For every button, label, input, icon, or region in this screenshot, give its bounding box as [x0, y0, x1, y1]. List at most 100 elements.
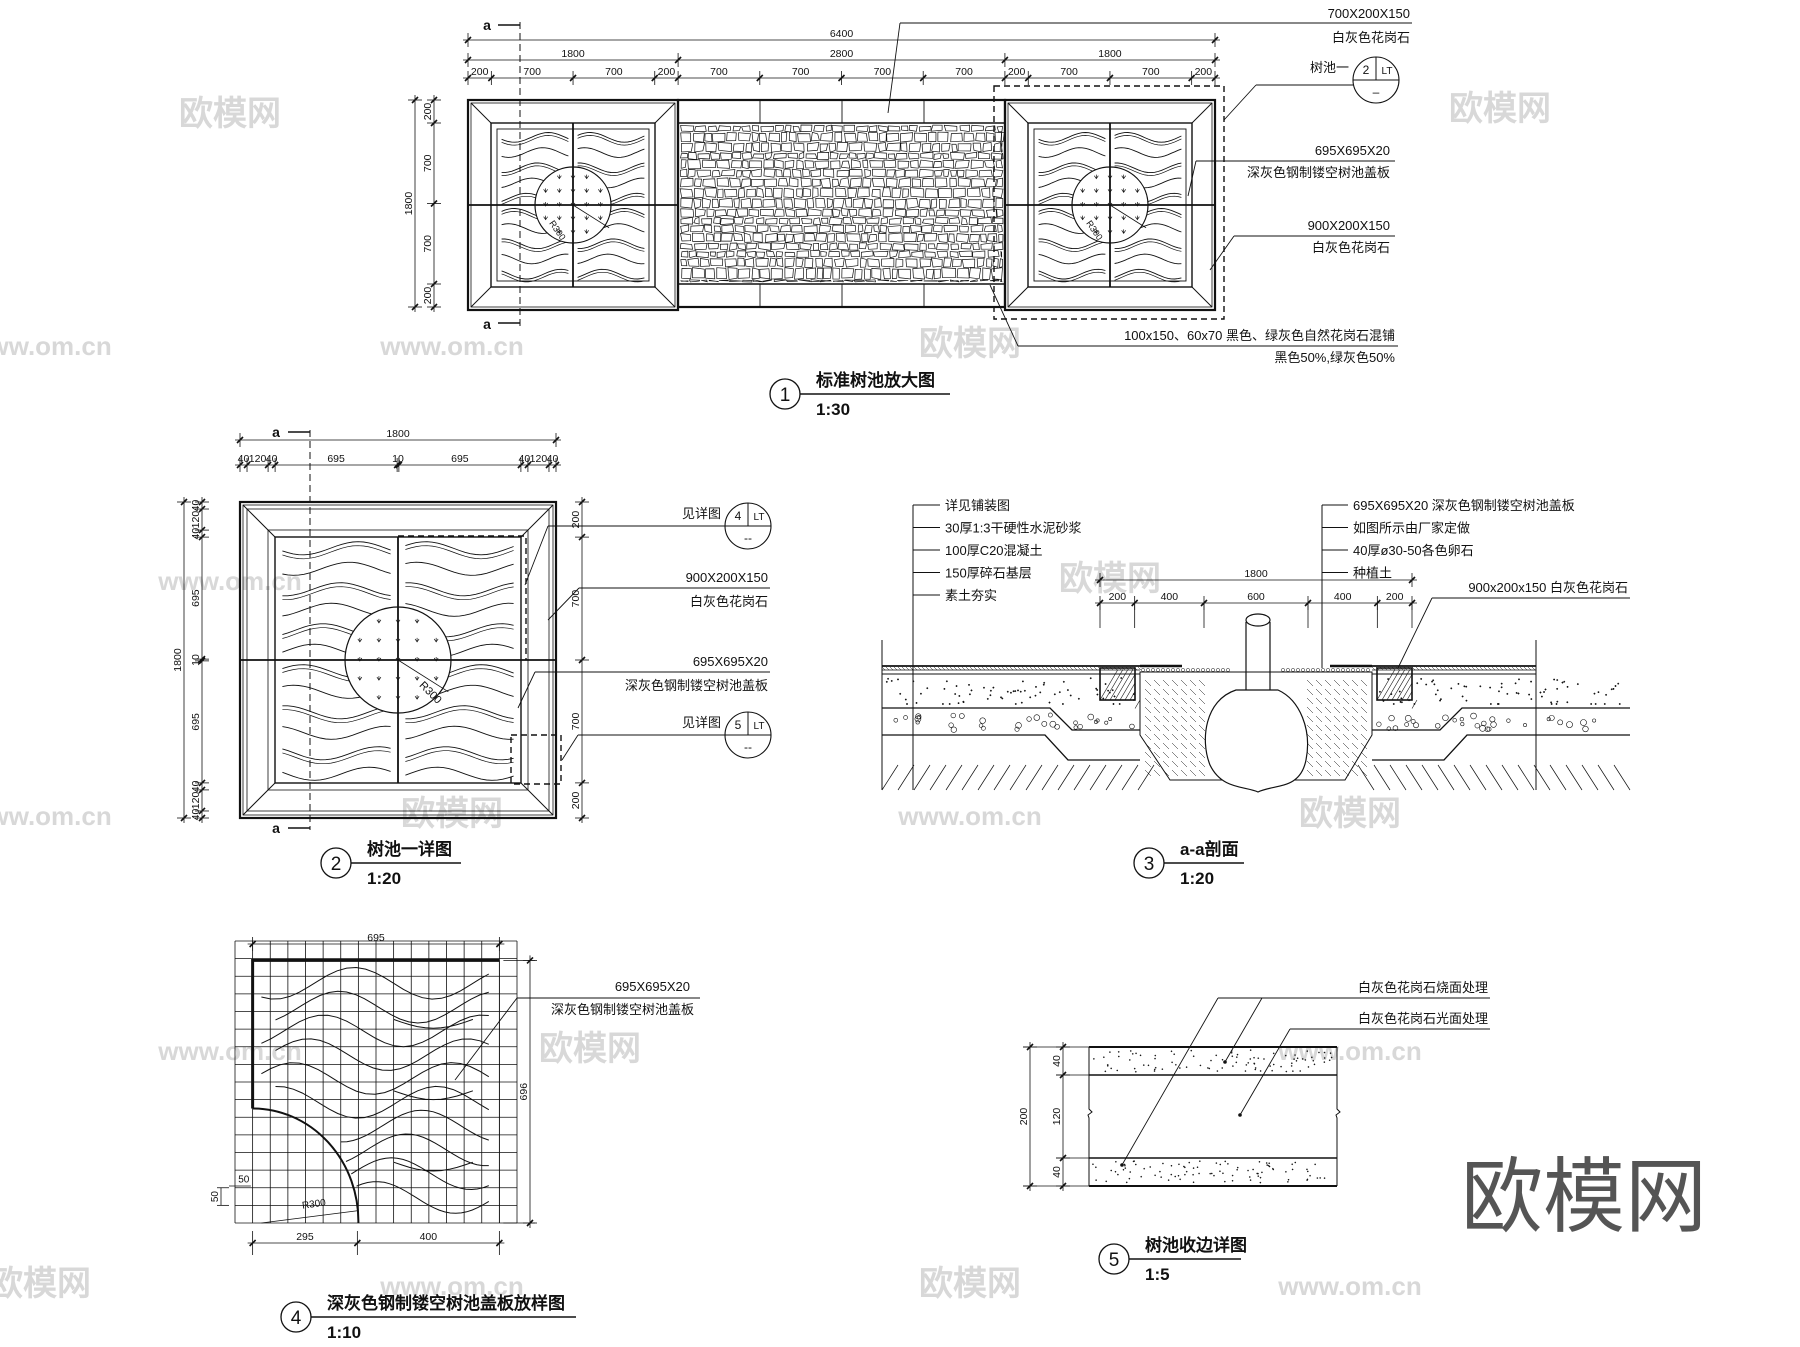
dimension-tick	[464, 56, 472, 64]
soil-basket-hatch	[1162, 742, 1170, 750]
wave-cutout	[275, 1038, 489, 1071]
wave-cutout	[577, 241, 645, 252]
soil-hatch	[1501, 764, 1519, 791]
cobble-stone	[764, 218, 778, 225]
cobble-stone	[775, 169, 783, 178]
flamed-finish-stipple	[1209, 1172, 1211, 1175]
cobble-stone	[950, 151, 965, 160]
soil-basket-hatch	[1333, 706, 1341, 714]
flamed-finish-stipple	[1219, 1163, 1222, 1166]
dimension-label: 700	[955, 66, 973, 78]
soil-basket-hatch	[1306, 688, 1314, 696]
cobble-stone	[794, 267, 804, 280]
flamed-finish-stipple	[1159, 1170, 1161, 1173]
cobble-stone	[943, 224, 958, 233]
cobble-stone	[744, 257, 755, 268]
gravel-stone	[950, 726, 957, 733]
pebble	[1141, 668, 1145, 672]
curb-hatch	[1129, 691, 1136, 701]
cobble-stone	[679, 242, 693, 250]
leader-line	[524, 525, 549, 586]
wave-cutout	[577, 147, 645, 158]
flamed-finish-stipple	[1249, 1058, 1252, 1060]
gravel-stone	[893, 717, 899, 723]
wave-cutout	[1114, 162, 1182, 174]
flamed-finish-stipple	[1259, 1181, 1262, 1184]
cobble-stone	[983, 224, 997, 232]
planting-mark	[557, 229, 562, 234]
cobble-stone	[938, 188, 953, 199]
dimension-tick	[674, 56, 682, 64]
concrete-aggregate	[1104, 683, 1107, 685]
leader-line	[454, 997, 518, 1081]
cobble-stone	[759, 209, 774, 217]
flamed-finish-stipple	[1227, 1163, 1229, 1165]
cobble-stone	[888, 232, 903, 243]
planting-mark	[376, 637, 382, 643]
site-watermark: www.om.cn	[0, 331, 112, 361]
soil-hatch	[1437, 764, 1455, 791]
cobble-stone	[937, 131, 949, 142]
flamed-finish-stipple	[1230, 1051, 1233, 1054]
cobble-stone	[749, 160, 762, 169]
gravel-stone	[948, 722, 954, 728]
cobble-stone	[934, 169, 943, 177]
paving-hatch	[1093, 666, 1098, 671]
flamed-finish-stipple	[1293, 1058, 1295, 1060]
pebble	[1281, 668, 1285, 672]
cobble-stone	[976, 257, 985, 268]
cobble-stone	[812, 187, 819, 199]
wave-cutout	[282, 582, 391, 597]
cobble-stone	[871, 267, 882, 280]
cobble-stone	[864, 224, 873, 233]
brand-watermark-small: 欧模网	[1299, 795, 1401, 833]
soil-basket-hatch	[1162, 697, 1170, 705]
wave-cutout	[1038, 162, 1106, 174]
callout-text: 900X200X150	[1308, 218, 1390, 233]
dimension-tick	[1211, 74, 1219, 82]
cobble-stone	[800, 124, 813, 132]
cobble-stone	[882, 199, 894, 208]
flamed-finish-stipple	[1294, 1161, 1297, 1164]
soil-basket-hatch	[1315, 742, 1323, 750]
callout-text: 白灰色花岗石	[1332, 30, 1410, 45]
cobble-stone	[895, 208, 907, 218]
cobble-stone	[898, 177, 912, 188]
cobble-stone	[998, 234, 1004, 243]
cobble-stone	[944, 209, 960, 217]
planting-mark	[1094, 188, 1099, 193]
soil-hatch	[1517, 764, 1535, 791]
cobble-stone	[792, 125, 801, 133]
reference-label: 树池一	[1310, 60, 1349, 75]
cobble-stone	[760, 142, 769, 152]
flamed-finish-stipple	[1253, 1063, 1256, 1065]
concrete-aggregate	[1614, 685, 1617, 687]
flamed-finish-stipple	[1224, 1160, 1227, 1163]
cobble-stone	[765, 232, 778, 243]
cobble-stone	[982, 267, 992, 280]
soil-basket-hatch	[1351, 688, 1359, 696]
paving-hatch	[913, 666, 918, 671]
cobble-stone	[752, 232, 763, 243]
soil-hatch	[1009, 764, 1027, 791]
concrete-aggregate	[1563, 680, 1566, 683]
soil-basket-hatch	[1180, 733, 1188, 741]
miter-line	[520, 504, 554, 538]
cobble-stone	[882, 267, 891, 280]
concrete-aggregate	[1425, 683, 1428, 686]
cobble-stone	[762, 279, 772, 283]
cobble-stone	[871, 168, 886, 178]
cobble-stone	[732, 125, 742, 132]
concrete-aggregate	[1500, 682, 1503, 685]
pebble	[1351, 668, 1355, 672]
concrete-aggregate	[1069, 694, 1072, 697]
wave-cutout	[1038, 147, 1106, 158]
flamed-finish-stipple	[1231, 1055, 1234, 1058]
soil-basket-hatch	[1162, 715, 1170, 723]
flamed-finish-stipple	[1269, 1065, 1271, 1067]
flamed-finish-stipple	[1224, 1180, 1226, 1183]
cobble-stone	[742, 279, 753, 283]
curb-hatch	[1381, 669, 1401, 701]
cobble-stone	[713, 232, 722, 242]
